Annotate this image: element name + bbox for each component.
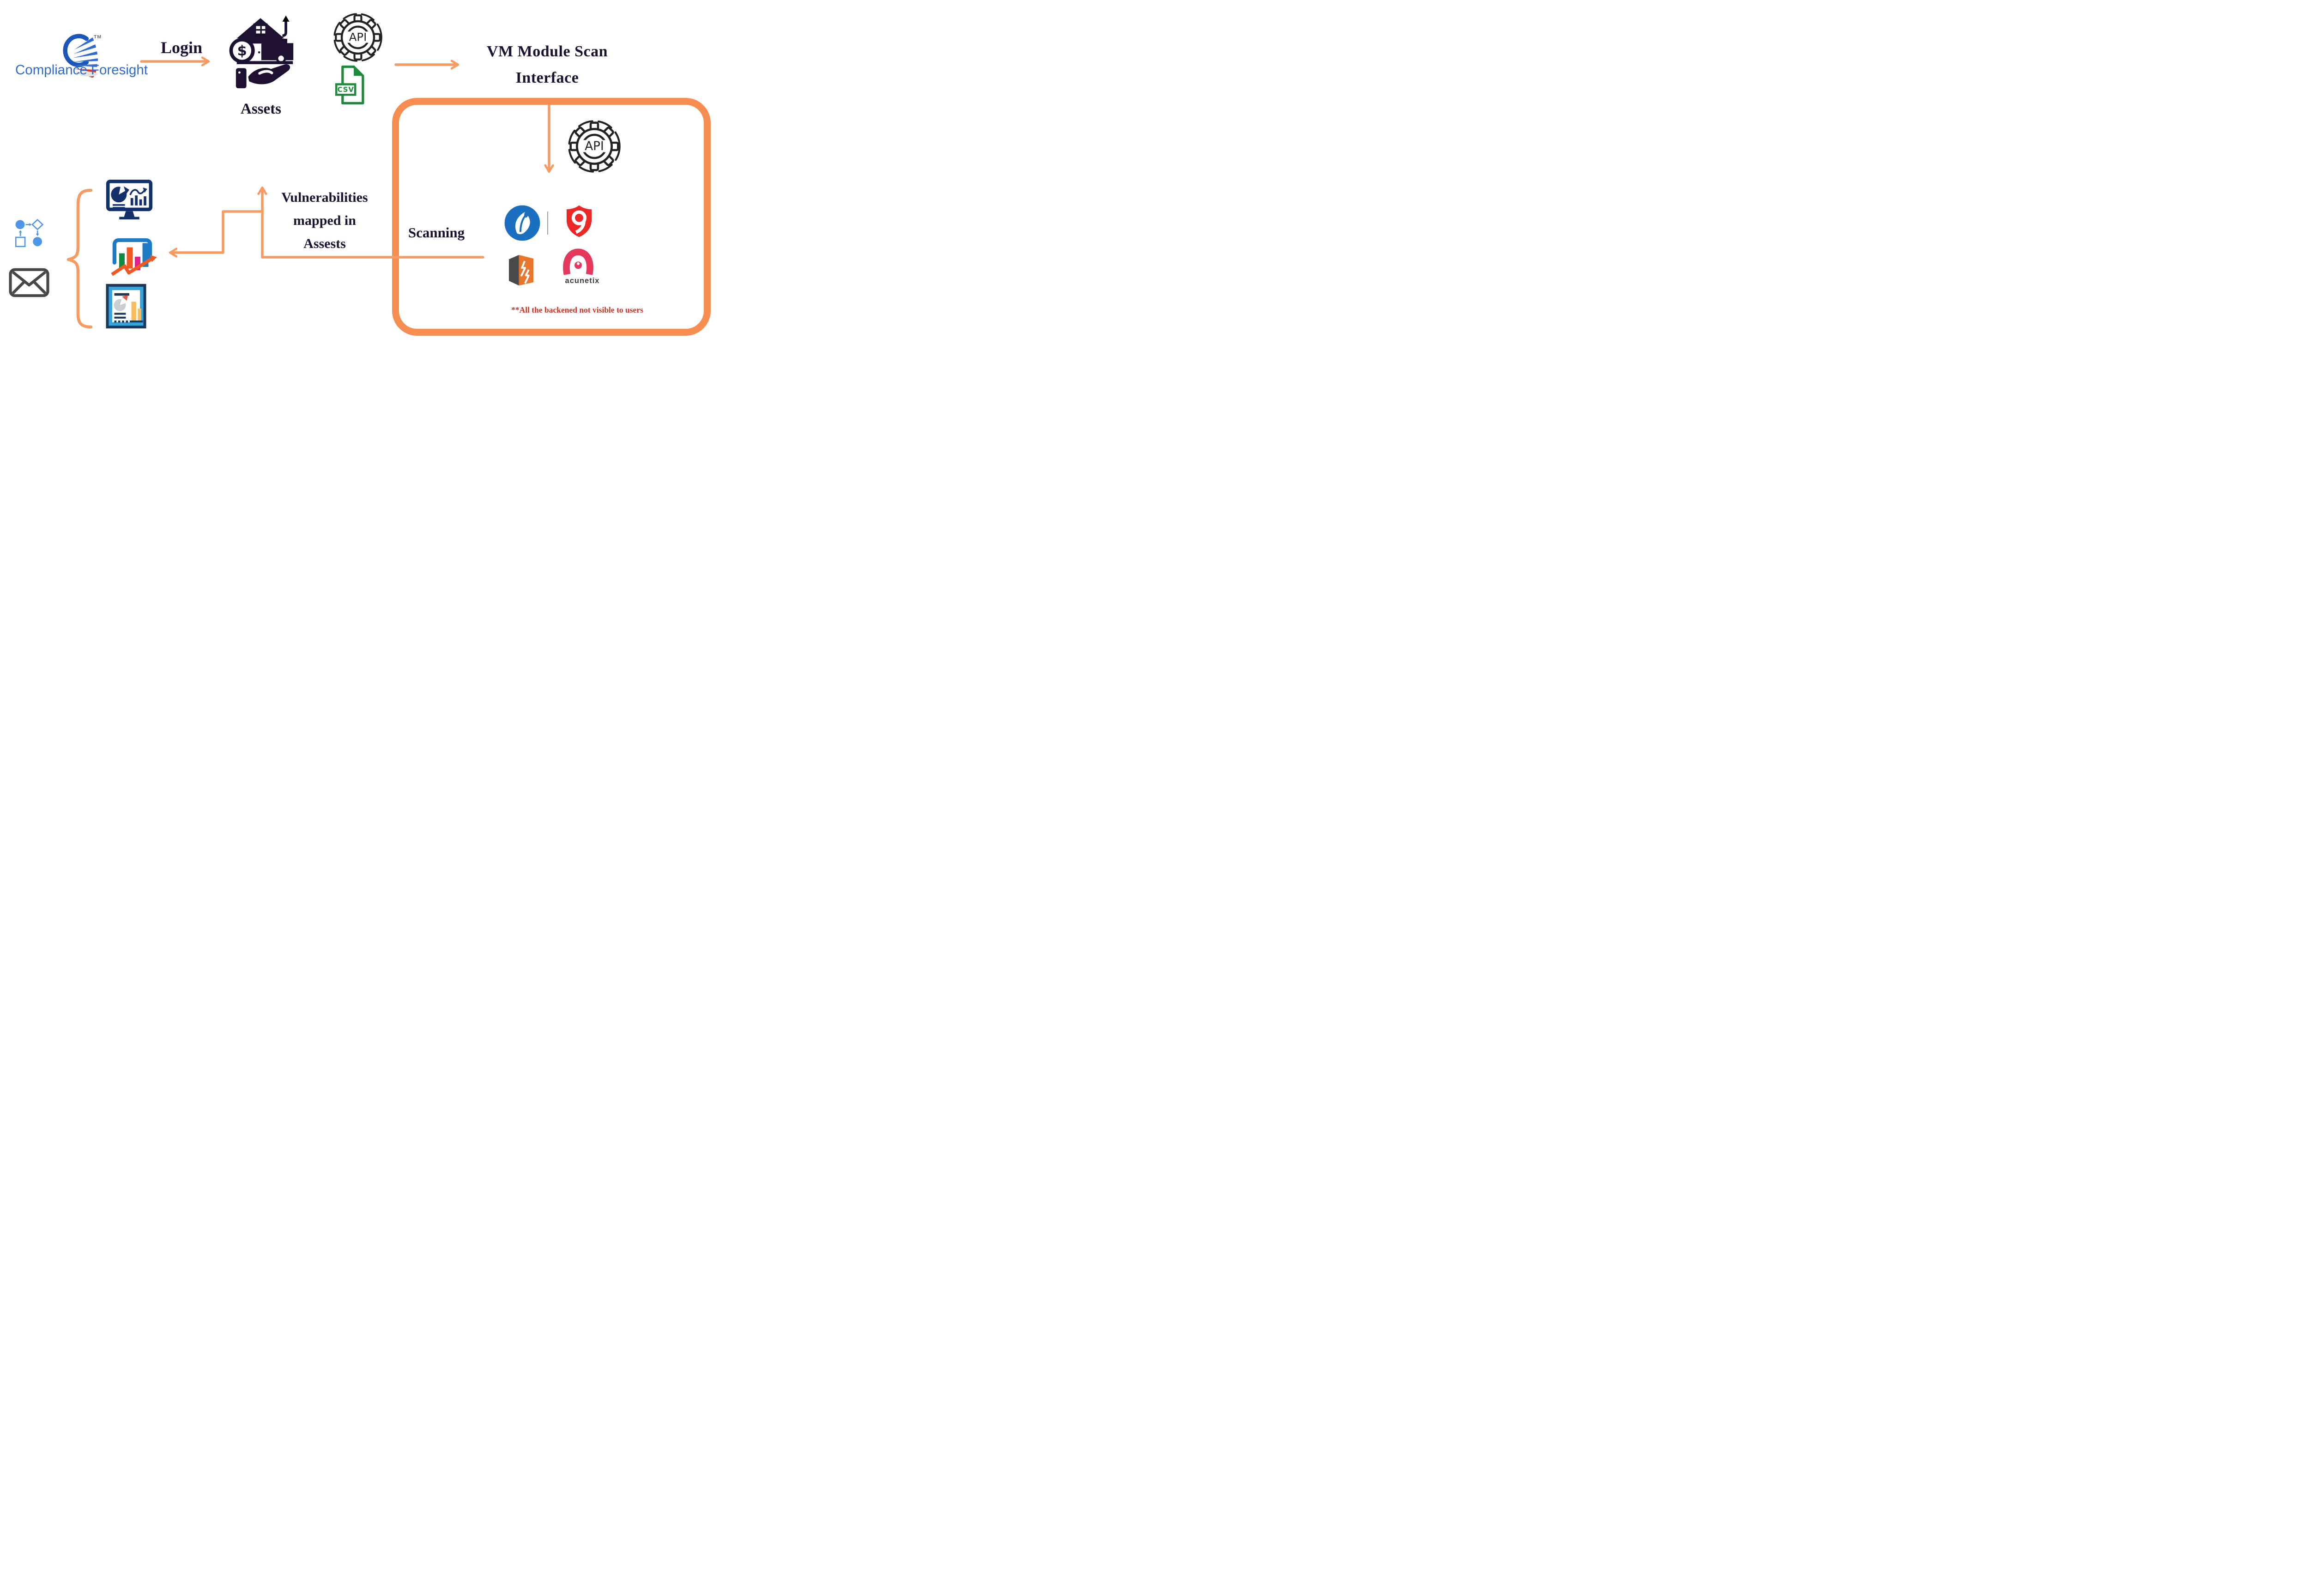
vm-interface-title-line1: VM Module Scan [487, 43, 608, 60]
logo-tm-mark: TM [94, 34, 102, 40]
compliance-foresight-logo-mark [63, 30, 100, 78]
email-icon [9, 268, 49, 297]
diagram-canvas: TM Compliance Foresight Login Assets VM … [0, 0, 724, 362]
reports-curly-brace [66, 188, 93, 329]
qualys-scanner-logo [564, 204, 594, 239]
csv-icon-text: CSV [337, 85, 354, 94]
csv-file-icon: CSV [332, 65, 367, 105]
scanner-logo-divider [547, 212, 548, 235]
login-label: Login [160, 38, 203, 57]
dashboard-monitor-icon [105, 178, 153, 223]
assets-label: Assets [241, 101, 281, 117]
workflow-icon [13, 216, 44, 253]
api-gear-icon: API [333, 13, 382, 62]
vuln-to-reports-arrow [169, 210, 264, 258]
vuln-mapped-label-line1: Vulnerabilities [281, 190, 368, 205]
vm-scan-module-box [392, 98, 711, 336]
assets-icon: $ [225, 12, 296, 98]
report-document-icon [106, 284, 146, 329]
api-icon-text: API [349, 30, 367, 43]
dollar-symbol: $ [237, 43, 247, 59]
vuln-mapped-label-line3: Assests [303, 236, 346, 251]
backend-note: **All the backened not visible to users [511, 305, 643, 314]
nessus-scanner-logo [504, 205, 541, 242]
logo-wordmark: Compliance Foresight [15, 62, 148, 78]
bar-chart-report-icon [108, 235, 162, 277]
api-gear-icon-internal: API [568, 120, 621, 173]
burp-suite-scanner-logo [503, 252, 539, 288]
acunetix-scanner-logo [560, 248, 597, 278]
acunetix-logo-label: acunetix [565, 277, 600, 285]
vm-interface-title-line2: Interface [515, 69, 579, 86]
api-icon-text: API [585, 139, 604, 153]
vuln-mapped-label-line2: mapped in [293, 213, 356, 228]
